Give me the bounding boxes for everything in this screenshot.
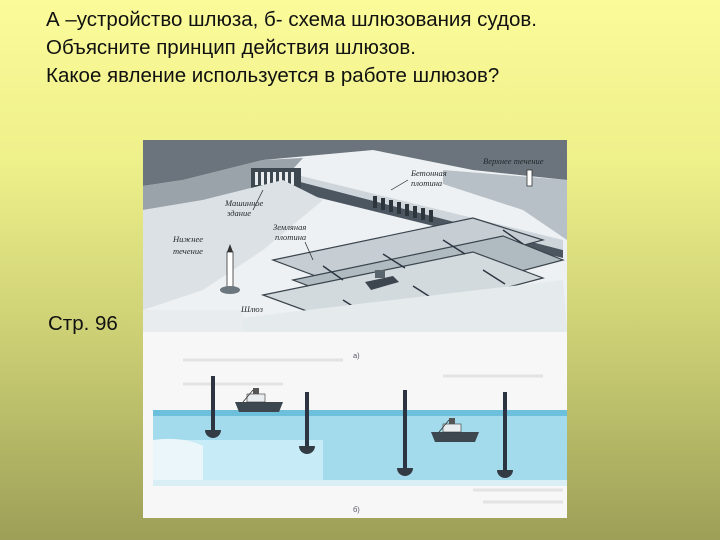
- label-earth-dam-2: плотина: [275, 232, 306, 242]
- label-lock: Шлюз: [240, 304, 264, 314]
- label-lower-flow-2: течение: [173, 246, 203, 256]
- heading-line-2: Объясните принцип действия шлюзов.: [46, 36, 416, 59]
- lock-scheme-drawing: а): [143, 332, 567, 518]
- lock-gates: [205, 376, 513, 478]
- label-concrete-dam-1: Бетонная: [410, 168, 447, 178]
- ship-in-lock: [365, 270, 399, 290]
- lock-figure: Верхнее течение Бетонная плотина Машинно…: [143, 140, 567, 518]
- ship-lower: [431, 418, 479, 442]
- lock-device-drawing: Верхнее течение Бетонная плотина Машинно…: [143, 140, 567, 332]
- lower-lighthouse: [220, 244, 240, 294]
- upper-lighthouse: [526, 169, 533, 187]
- upper-reservoir: [143, 140, 567, 186]
- label-scheme-b: б): [353, 505, 360, 514]
- page-reference: Стр. 96: [48, 312, 118, 335]
- label-machine-1: Машинное: [224, 198, 264, 208]
- ship-upper: [235, 388, 283, 412]
- heading-line-3: Какое явление используется в работе шлюз…: [46, 64, 500, 87]
- label-upper-flow: Верхнее течение: [483, 156, 544, 166]
- label-machine-2: здание: [226, 208, 251, 218]
- lock-illustration: Верхнее течение Бетонная плотина Машинно…: [143, 140, 567, 518]
- slide-heading: А –устройство шлюза, б- схема шлюзования…: [46, 6, 537, 90]
- label-concrete-dam-2: плотина: [411, 178, 442, 188]
- label-earth-dam-1: Земляная: [273, 222, 306, 232]
- heading-line-1: А –устройство шлюза, б- схема шлюзования…: [46, 8, 537, 31]
- label-scheme-a: а): [353, 351, 360, 360]
- label-lower-flow-1: Нижнее: [172, 234, 203, 244]
